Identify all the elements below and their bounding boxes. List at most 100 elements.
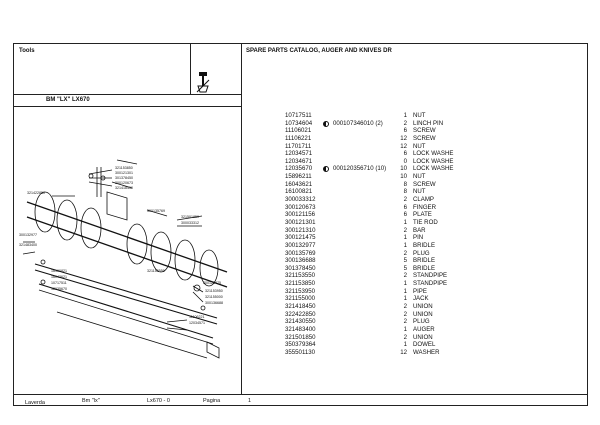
footer-series: Bm "lx" [82,398,100,404]
part-name: AUGER [413,325,435,333]
header-divider-left [190,43,191,94]
part-code: 321430550 [285,318,316,326]
part-name: WASHER [413,348,440,356]
part-code: 321153950 [285,287,316,295]
part-code: 300121301 [285,218,316,226]
part-code: 300136688 [285,257,316,265]
part-code: 321153850 [285,280,316,288]
part-code: 355501130 [285,348,316,356]
part-name: PLATE [413,211,432,219]
part-code: 301378450 [285,264,316,272]
part-quantity: 12 [400,142,407,150]
part-quantity: 2 [403,318,407,326]
part-name: BRIDLE [413,257,436,265]
drawing-callout: 321153550 [147,269,165,273]
drawing-callout: 321153850 [115,166,133,170]
part-quantity: 10 [400,173,407,181]
part-quantity: 1 [403,325,407,333]
part-name: LINCH PIN [413,119,444,127]
drawing-callout: 301378450 [115,176,133,180]
drawing-callout: 300121301 [115,171,133,175]
part-name: STANDPIPE [413,272,448,280]
drawing-callout: 321155000 [205,295,223,299]
drawing-callout: 321153950 [205,289,223,293]
part-code: 300121310 [285,226,316,234]
drawing-callout: 321418450 [115,186,133,190]
tools-label: Tools [19,48,35,54]
part-name: LOCK WASHE [413,165,454,173]
part-quantity: 1 [403,218,407,226]
part-name: CLAMP [413,196,434,204]
drawing-callout: 10717511 [51,281,67,285]
part-name: UNION [413,333,433,341]
part-name: NUT [413,142,426,150]
footer-page-label: Pagina [203,398,221,404]
part-quantity: 2 [403,310,407,318]
footer-page-number: 1 [248,398,252,404]
header-divider-right [241,43,242,394]
part-code: 300132977 [285,241,316,249]
drawing-callout: 300132977 [19,233,37,237]
part-code: 10717511 [285,112,312,119]
part-code: 11106021 [285,127,312,135]
part-quantity: 1 [403,295,407,303]
part-quantity: 2 [403,226,407,234]
part-code: 300121475 [285,234,316,242]
part-name: SCREW [413,127,436,135]
part-code: 322422850 [285,310,316,318]
part-code: 11701711 [285,142,312,150]
model-box-bottom [13,106,241,107]
part-code: 321155000 [285,295,316,303]
part-code: 12034571 [285,150,313,158]
part-name: NUT [413,173,426,181]
part-code: 12035670 [285,165,313,173]
part-name: PIN [413,234,424,242]
part-name: PLUG [413,249,430,257]
part-quantity: 2 [403,249,407,257]
part-quantity: 2 [403,303,407,311]
part-quantity: 1 [403,112,407,119]
part-code: 321418450 [285,303,316,311]
part-quantity: 8 [403,180,407,188]
part-code: 11106221 [285,134,312,142]
part-quantity: 5 [403,264,407,272]
part-code: 10734604 [285,119,313,127]
part-quantity: 1 [403,280,407,288]
part-quantity: 2 [403,333,407,341]
drawing-callout: 321483400 [19,243,37,247]
part-code: 16100821 [285,188,313,196]
drawing-callout: 16043621 [51,275,67,279]
drawing-callout: 11106221 [189,315,204,319]
auger-exploded-drawing: 321153850 300121301 301378450 300120673 … [19,159,228,359]
part-quantity: 12 [400,134,407,142]
part-name: TIE ROD [413,218,438,226]
part-quantity: 5 [403,257,407,265]
part-name: FINGER [413,203,437,211]
part-name: NUT [413,112,426,119]
drawing-callout: 321422850 [27,191,45,195]
part-code: 321501850 [285,333,316,341]
part-code: 300121156 [285,211,316,219]
part-name: BRIDLE [413,264,436,272]
part-quantity: 1 [403,234,407,242]
part-reference: 000120356710 (10) [333,165,387,173]
half-circle-icon [323,120,329,127]
part-quantity: 6 [403,150,407,158]
part-quantity: 2 [403,272,407,280]
drawing-callout: 300121475 [203,281,221,285]
drawing-callout: 321501850 [181,215,199,219]
part-quantity: 6 [403,127,407,135]
part-quantity: 1 [403,287,407,295]
footer-brand: Laverda [25,400,45,406]
part-code: 12034671 [285,157,313,165]
drawing-callout: 300135769 [147,209,165,213]
part-code: 321483400 [285,325,316,333]
part-quantity: 2 [403,196,407,204]
part-name: SCREW [413,134,436,142]
part-code: 300033312 [285,196,316,204]
part-quantity: 8 [403,188,407,196]
part-quantity: 0 [403,157,407,165]
part-quantity: 10 [400,165,407,173]
part-quantity: 6 [403,211,407,219]
footer-top-line [13,394,588,395]
